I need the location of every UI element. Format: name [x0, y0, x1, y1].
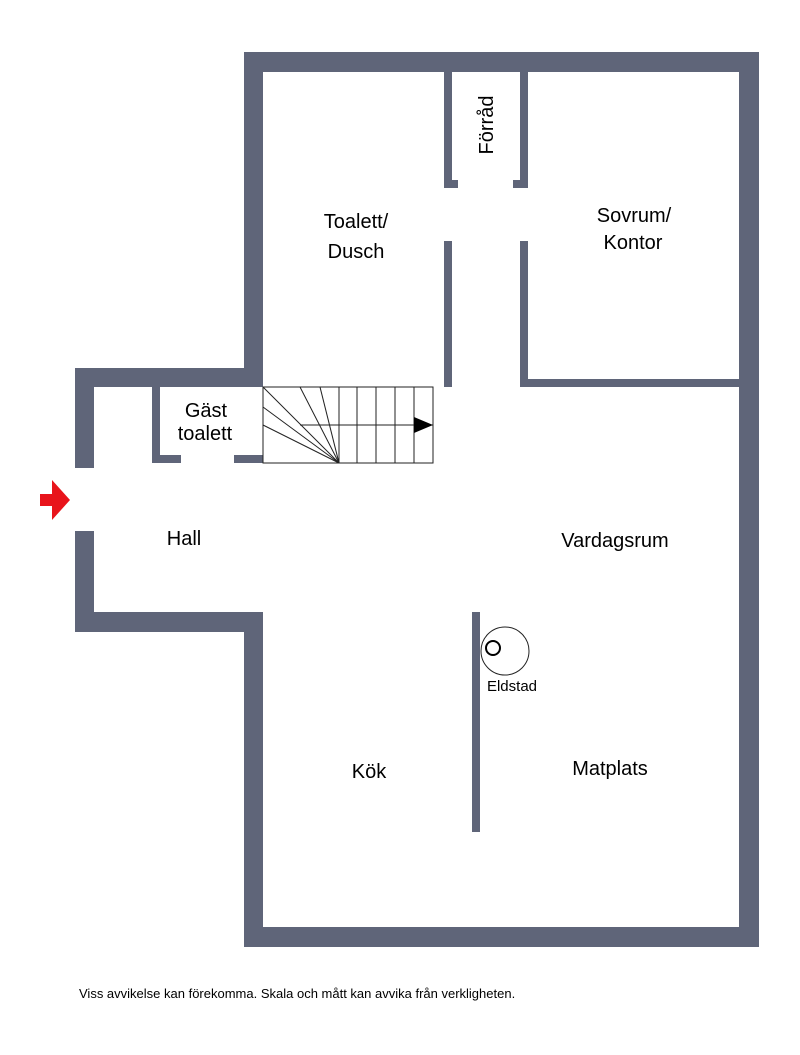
wall-bedroom-left: [520, 241, 528, 387]
room-label-toalett-line1: Toalett/: [324, 211, 389, 233]
wall-bottom: [244, 927, 759, 947]
wall-hall-left-lower: [75, 531, 94, 632]
room-label-toalett-line2: Dusch: [328, 241, 385, 263]
room-label-forrad: Förråd: [476, 96, 498, 155]
wall-hall-left-upper: [75, 368, 94, 468]
room-label-matplats: Matplats: [572, 758, 648, 780]
room-label-sovrum-line2: Kontor: [604, 232, 663, 254]
wall-storage-right-return: [513, 180, 528, 188]
wall-guest-toilet-bottom-left: [152, 455, 181, 463]
disclaimer-text: Viss avvikelse kan förekomma. Skala och …: [79, 986, 516, 1001]
exterior-walls: [75, 52, 759, 947]
stair-winder: [262, 424, 340, 464]
wall-kitchen-divider: [472, 612, 480, 832]
interior-walls: [152, 72, 739, 832]
room-label-vardagsrum: Vardagsrum: [561, 530, 668, 552]
wall-hall-bottom: [75, 612, 263, 632]
wall-right: [739, 52, 759, 947]
room-label-gast-line2: toalett: [178, 423, 233, 445]
wall-storage-left: [444, 72, 452, 188]
wall-guest-toilet-left: [152, 387, 160, 463]
wall-guest-toilet-bottom-right: [234, 455, 263, 463]
entrance-arrow-icon: [40, 480, 70, 520]
wall-hall-top: [75, 368, 263, 387]
wall-top: [244, 52, 759, 72]
fireplace-label: Eldstad: [487, 678, 537, 695]
stair-arrow-icon: [414, 417, 433, 433]
fireplace-outline: [480, 626, 530, 676]
wall-storage-left-return: [444, 180, 458, 188]
wall-upper-left: [244, 52, 263, 387]
wall-toilet-right: [444, 241, 452, 387]
room-label-hall: Hall: [167, 528, 201, 550]
wall-bedroom-bottom: [520, 379, 739, 387]
fireplace-opening: [485, 640, 501, 656]
room-label-kok: Kök: [352, 761, 387, 783]
fireplace-icon: [480, 626, 530, 676]
stair-winder: [262, 406, 340, 464]
wall-kitchen-left: [244, 612, 263, 947]
room-label-gast-line1: Gäst: [185, 400, 228, 422]
staircase: [262, 386, 434, 464]
wall-storage-right: [520, 72, 528, 188]
room-label-sovrum-line1: Sovrum/: [597, 205, 672, 227]
